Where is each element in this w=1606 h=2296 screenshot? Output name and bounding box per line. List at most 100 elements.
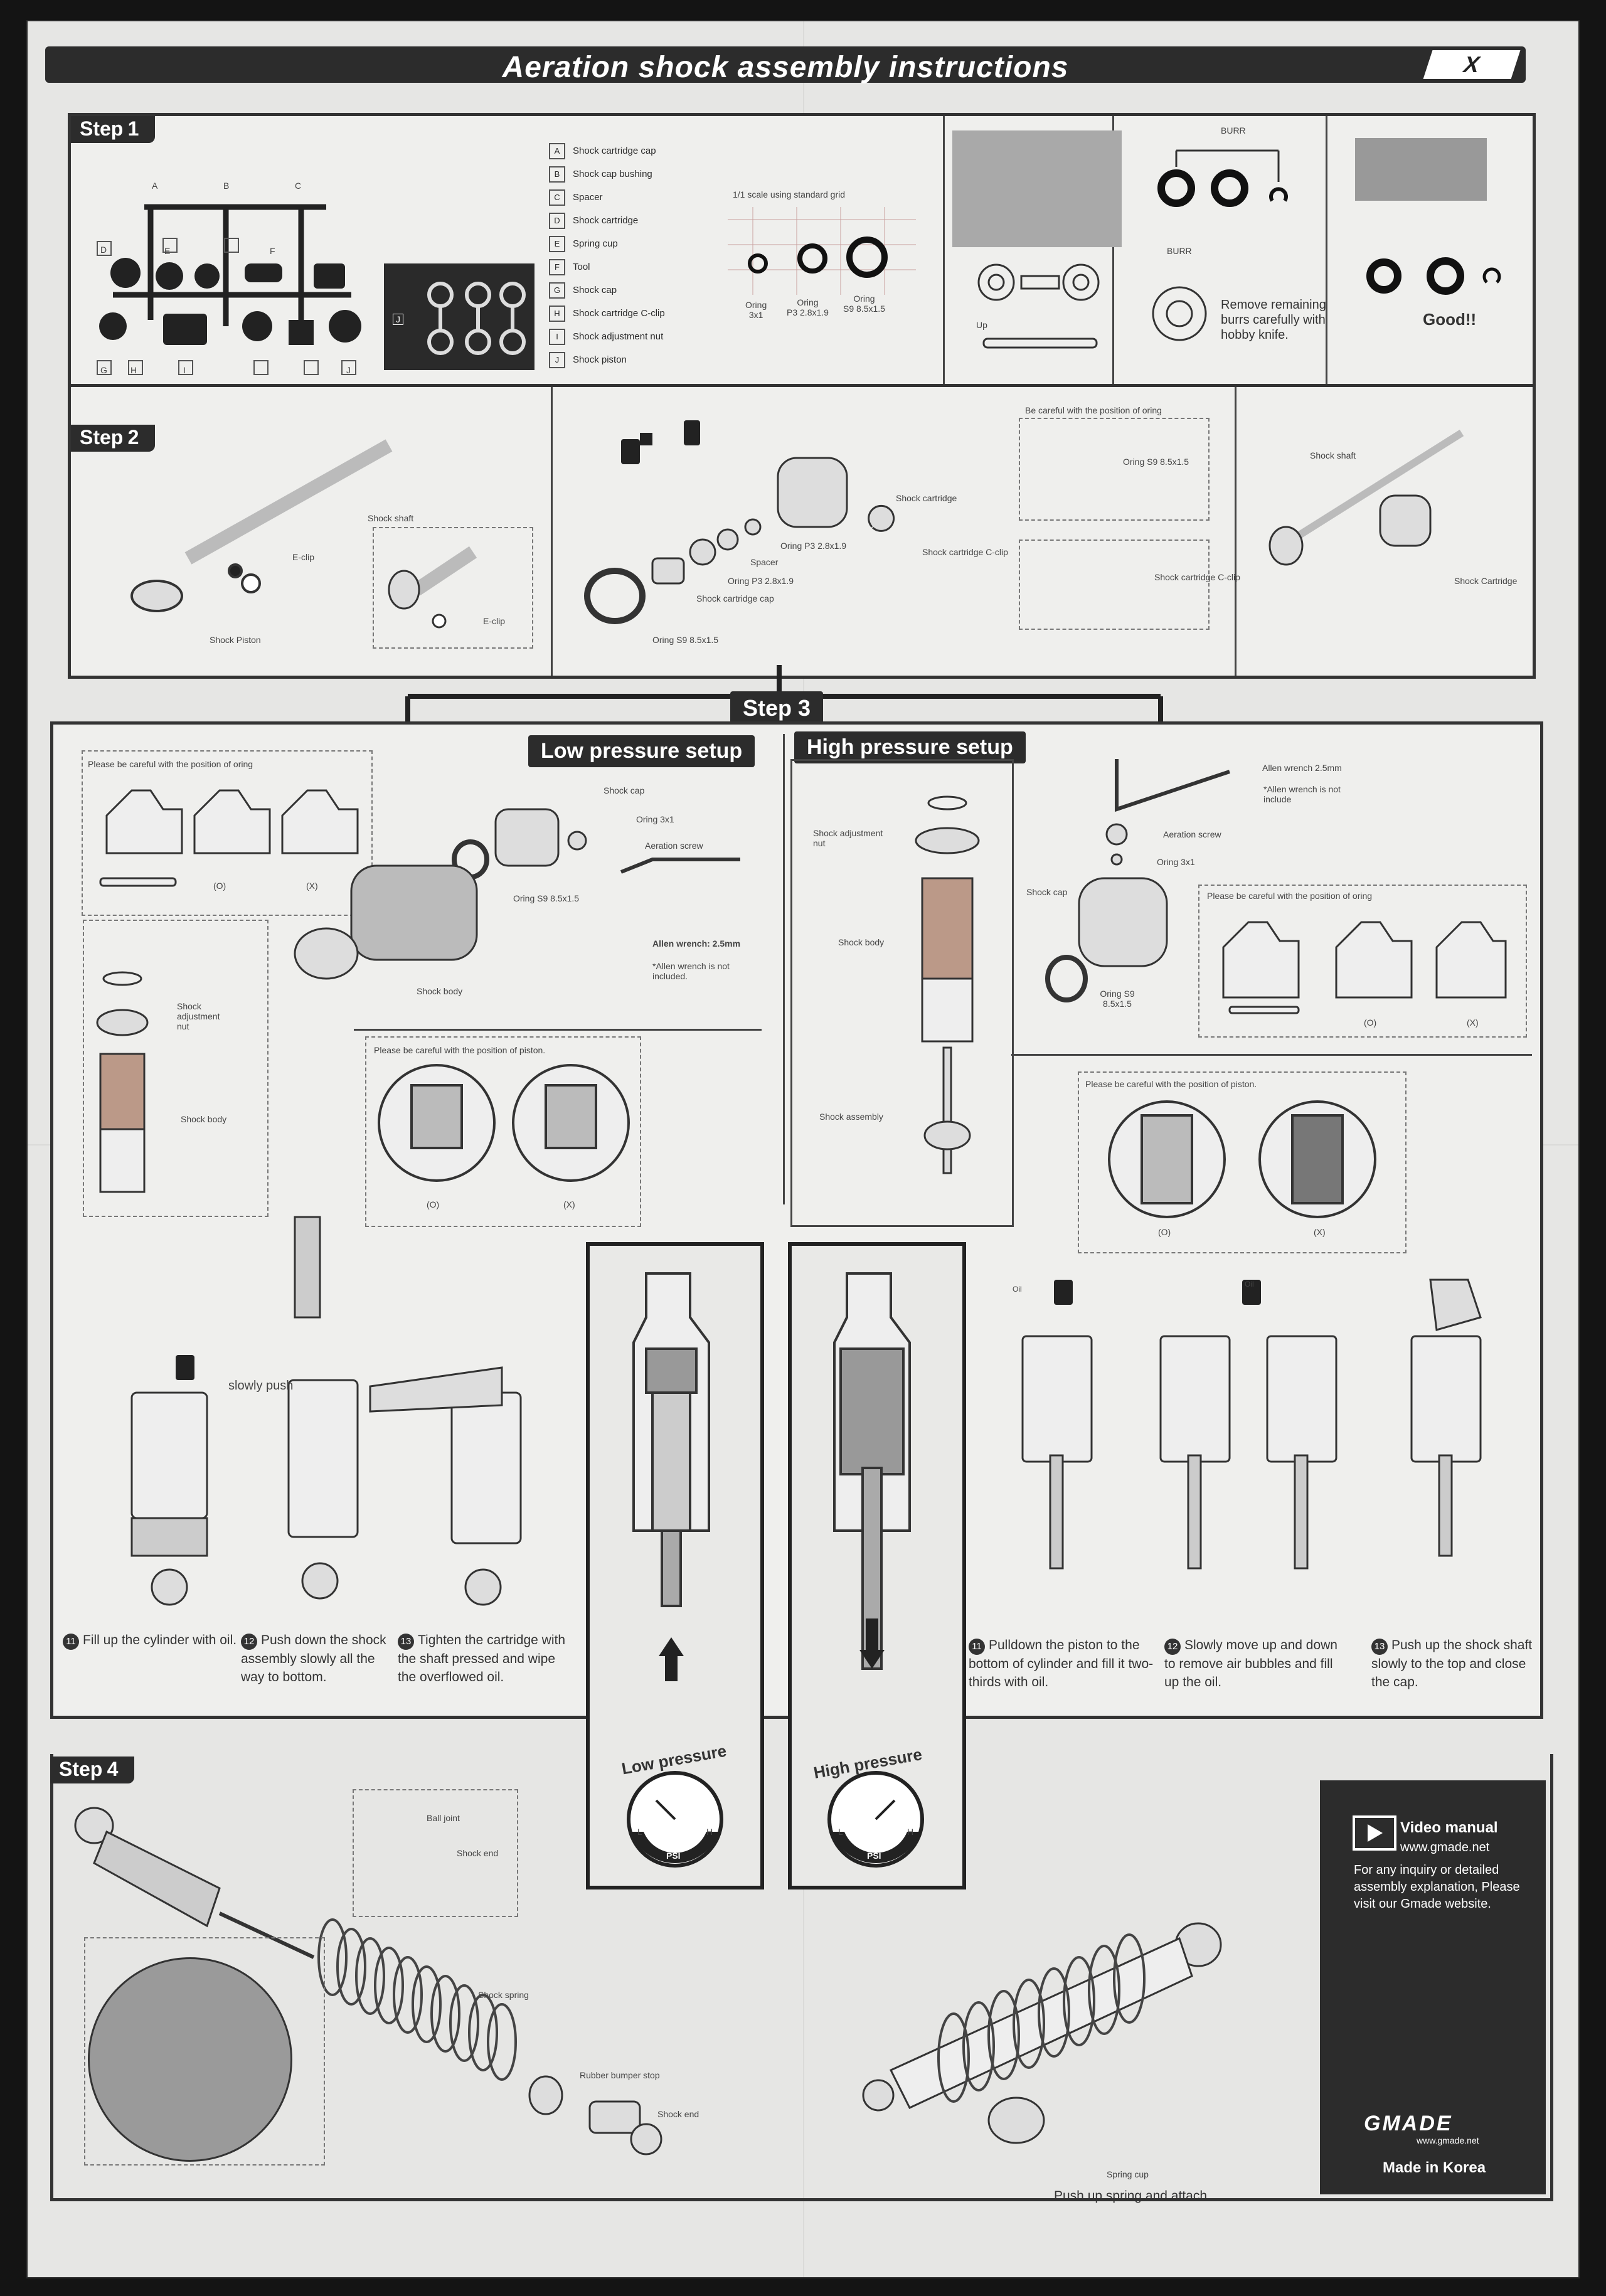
step2-cartridge2-label: Shock Cartridge: [1454, 576, 1518, 586]
eclip-detail-box: [373, 527, 533, 649]
high-gauge-h: H: [907, 1827, 914, 1837]
high-gauge-l: L: [838, 1827, 843, 1837]
high-assembly-label: Shock assembly: [819, 1112, 883, 1122]
step2-cclip-label: Shock cartridge C-clip: [922, 547, 1008, 557]
video-url[interactable]: www.gmade.net: [1400, 1841, 1490, 1854]
step4-bumper-label: Rubber bumper stop: [580, 2070, 660, 2080]
low-shock-body-label: Shock body: [417, 986, 463, 996]
sprue-letter-d: D: [100, 245, 107, 255]
clean-parts-illustration: [1366, 257, 1501, 295]
high-allen-note: *Allen wrench is not include: [1263, 784, 1341, 804]
sprue-letter-grid: [94, 177, 95, 178]
eclip-detail-illustration: [388, 546, 477, 629]
high-piston-x-label: (X): [1314, 1227, 1326, 1237]
step2-oring-s9b-label: Oring S9 8.5x1.5: [652, 635, 719, 645]
low-shock-cap-label: Shock cap: [604, 785, 645, 795]
step4-spring-label: Shock spring: [478, 1990, 529, 2000]
high-pressure-shock: [833, 1272, 911, 1670]
low-piston-warning: Please be careful with the position of p…: [374, 1045, 546, 1055]
low-middle-divider: [354, 1029, 762, 1031]
good-label: Good!!: [1423, 310, 1477, 329]
gmade-url[interactable]: www.gmade.net: [1417, 2135, 1479, 2145]
low-aeration-label: Aeration screw: [645, 841, 703, 851]
step4-tag: Step 4: [50, 1757, 135, 1783]
high-left-box: [790, 759, 1014, 1227]
low-nut-box: [83, 920, 269, 1217]
step2-tag: Step 2: [71, 425, 156, 452]
high-piston-o-label: (O): [1158, 1227, 1171, 1237]
step4-photo-box: [84, 1937, 325, 2166]
high-piston-diagrams: [1108, 1100, 1376, 1218]
step3-divider: [783, 734, 785, 1204]
sprue-letter-f: F: [270, 246, 275, 256]
inquiry-text: For any inquiry or detailed assembly exp…: [1354, 1863, 1520, 1911]
low-pressure-title: Low pressure setup: [528, 735, 755, 767]
step4-ball-joint-label: Ball joint: [427, 1813, 460, 1823]
high-oring-warning: Please be careful with the position of o…: [1207, 891, 1373, 901]
high-shock-body-label: Shock body: [838, 937, 885, 947]
high-pressure-gauge: [827, 1771, 924, 1868]
low-piston-diagrams: [378, 1064, 630, 1182]
low-oring-box: [82, 750, 373, 916]
brand-logo: X: [1423, 50, 1521, 79]
step4-bottom-caption: Push up spring and attach: [1054, 2189, 1208, 2203]
step2-oring-p3b-label: Oring P3 2.8x1.9: [728, 576, 794, 586]
low-piston-x-label: (X): [563, 1199, 575, 1209]
low-gauge-h: H: [706, 1827, 713, 1837]
sprue-tree-illustration: [97, 204, 361, 375]
high-oring-diagrams: [1222, 921, 1507, 1014]
shock-shaft-illustration: [130, 439, 393, 612]
video-icon: [1353, 1815, 1396, 1851]
high-oring-box: [1198, 885, 1527, 1038]
step4-shock-end-label: Shock end: [457, 1848, 499, 1858]
step2-shaft-label: Shock shaft: [368, 513, 414, 523]
oil-label-1: Oil: [1013, 1285, 1022, 1294]
cutting-photo: [952, 130, 1122, 247]
sprue-letter-a: A: [152, 181, 158, 191]
sprue-j-box: J: [384, 263, 534, 370]
gmade-logo: GMADE: [1364, 2112, 1453, 2135]
made-in-korea: Made in Korea: [1383, 2159, 1486, 2176]
sprue-letter-b: B: [223, 181, 230, 191]
step1-tag: Step 1: [71, 116, 156, 143]
high-aeration-label: Aeration screw: [1163, 829, 1221, 839]
step3-banner: Step 3: [730, 691, 824, 725]
oil-label-2: Oil: [1245, 1280, 1254, 1289]
low-oring3x1-label: Oring 3x1: [636, 814, 674, 824]
burr-parts-illustration: [1152, 149, 1288, 341]
low-shock-body2-label: Shock body: [181, 1114, 227, 1124]
sprue-closeup-illustration: [977, 263, 1100, 349]
high-oring3x1-label: Oring 3x1: [1157, 857, 1195, 867]
low-fill-illustrations: [130, 1216, 522, 1606]
cclip-detail-box: [1019, 539, 1210, 630]
high-cap-assembly: [1045, 759, 1230, 1002]
low-adj-nut-label: Shock adjustment nut: [177, 1001, 220, 1031]
high-fill-illustrations: [1021, 1278, 1482, 1570]
low-piston-o-label: (O): [427, 1199, 440, 1209]
gmade-info-box: Video manual www.gmade.net For any inqui…: [1320, 1780, 1546, 2194]
burr-mid-label: BURR: [1167, 246, 1192, 256]
low-allen-note: *Allen wrench is not included.: [652, 961, 730, 981]
ball-joint-box: [353, 1789, 518, 1917]
oring-warning: Be careful with the position of oring: [1025, 405, 1162, 415]
sprue-letter-j: J: [346, 365, 351, 375]
knife-photo: [1355, 138, 1487, 201]
high-oring-s9-label: Oring S9 8.5x1.5: [1100, 989, 1135, 1009]
low-allen-label: Allen wrench: 2.5mm: [652, 938, 741, 949]
step2-shaft2-label: Shock shaft: [1310, 450, 1356, 460]
step4-panel: [50, 1754, 1553, 2201]
low-gauge-l: L: [637, 1827, 642, 1837]
high-gauge-psi: PSI: [867, 1851, 881, 1861]
high-nut-body-illustration: [915, 795, 980, 1174]
